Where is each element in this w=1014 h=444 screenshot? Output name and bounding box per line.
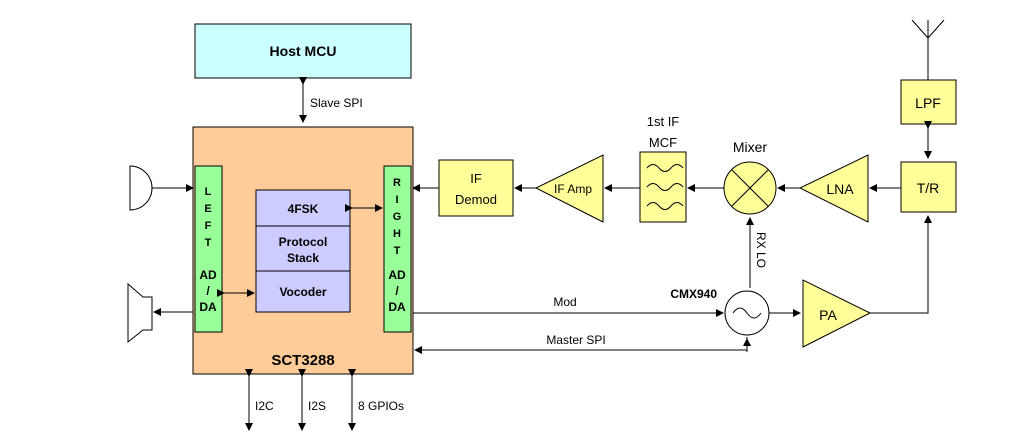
if-demod-label-2: Demod <box>455 192 497 207</box>
left-letter-4: T <box>205 237 212 249</box>
lpf-block <box>900 79 957 125</box>
pa-label: PA <box>819 307 837 323</box>
mixer-cross-2 <box>731 169 769 207</box>
host-mcu-label: Host MCU <box>270 43 337 59</box>
mcf-filter-block <box>639 151 687 223</box>
lpf-label: LPF <box>915 95 941 111</box>
protocol-stack-label-2: Stack <box>287 251 319 265</box>
speaker-icon <box>127 282 153 344</box>
protocol-stack-block <box>255 225 351 272</box>
lna-triangle <box>798 154 869 223</box>
left-adda-1: AD <box>199 268 217 282</box>
left-adda-2: / <box>206 284 210 298</box>
if-amp-label: IF Amp <box>554 182 592 196</box>
slave-spi-label: Slave SPI <box>310 96 363 110</box>
host-mcu-block <box>194 23 412 79</box>
left-adda-3: DA <box>199 300 217 314</box>
mixer-label: Mixer <box>733 139 768 155</box>
i2c-label: I2C <box>255 399 274 413</box>
right-codec-block <box>383 165 412 333</box>
mcf-label-1: 1st IF <box>647 114 680 129</box>
lna-label: LNA <box>826 181 854 197</box>
if-demod-block <box>438 159 514 217</box>
right-letter-1: R <box>393 177 401 189</box>
if-amp-triangle <box>534 154 604 223</box>
tr-block <box>900 161 957 213</box>
if-demod-label-1: IF <box>470 171 482 186</box>
gpios-label: 8 GPIOs <box>358 399 404 413</box>
antenna-icon <box>911 19 945 80</box>
right-letter-5: T <box>394 245 401 257</box>
tr-label: T/R <box>917 180 940 196</box>
fsk-block <box>255 189 351 227</box>
left-letter-1: L <box>205 186 212 198</box>
left-letter-2: E <box>204 203 211 215</box>
rx-lo-label: RX LO <box>754 232 768 268</box>
master-spi-label: Master SPI <box>546 333 605 347</box>
vocoder-label: Vocoder <box>279 285 326 299</box>
cmx940-chip-label: CMX940 <box>670 287 717 301</box>
right-letter-3: G <box>393 211 402 223</box>
oscillator-wave-icon <box>732 307 762 319</box>
protocol-stack-label-1: Protocol <box>279 235 328 249</box>
pa-to-tr-line <box>870 215 932 314</box>
right-adda-2: / <box>395 284 399 298</box>
sct3288-label: SCT3288 <box>271 352 334 369</box>
microphone-icon <box>129 165 153 211</box>
pa-triangle <box>802 279 872 348</box>
mcf-filter-wave-icon <box>646 164 684 210</box>
mod-label: Mod <box>553 295 576 309</box>
left-letter-3: F <box>205 220 212 232</box>
right-letter-2: I <box>395 194 398 206</box>
vocoder-block <box>255 270 351 313</box>
right-adda-1: AD <box>388 268 406 282</box>
right-letter-4: H <box>393 228 401 240</box>
fsk-label: 4FSK <box>288 202 319 216</box>
right-adda-3: DA <box>388 300 406 314</box>
i2s-label: I2S <box>308 399 326 413</box>
mcf-label-2: MCF <box>649 135 677 150</box>
left-codec-block <box>194 165 223 333</box>
